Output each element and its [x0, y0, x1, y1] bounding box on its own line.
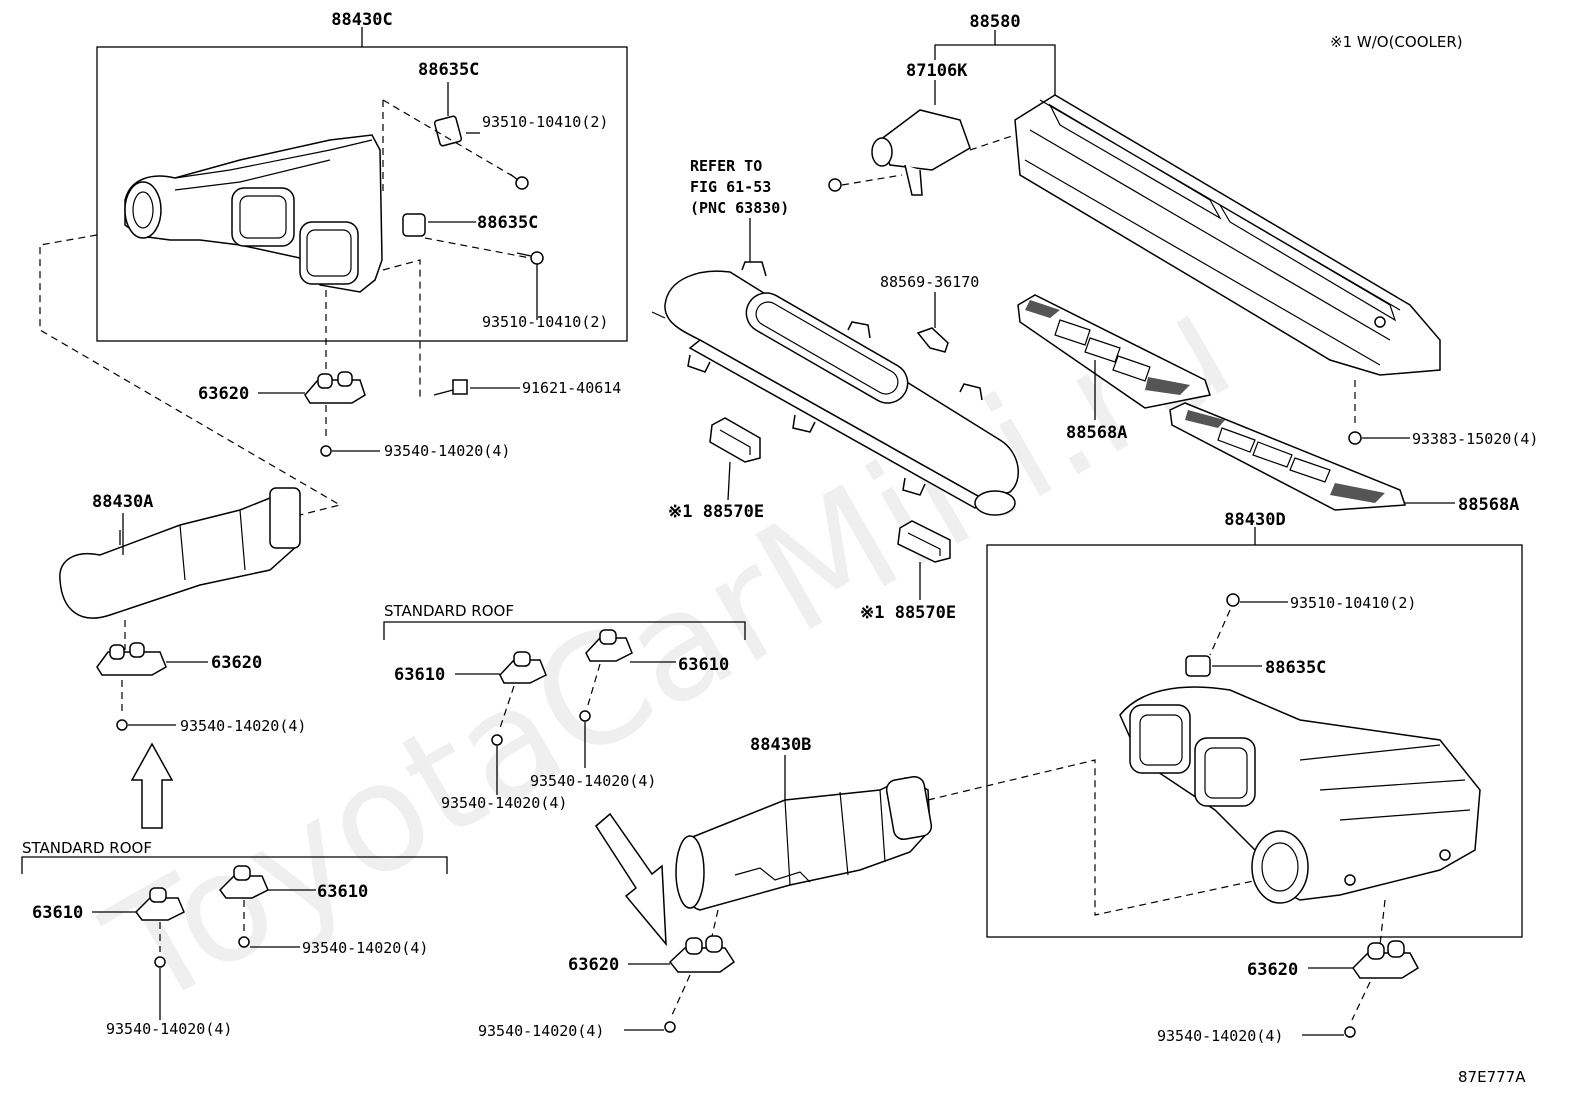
screw-93383: 93383-15020(4) — [1348, 380, 1538, 448]
label-88569: 88569-36170 — [880, 273, 979, 291]
up-arrow-icon — [130, 742, 174, 829]
group-88430C: 88430C — [96, 10, 628, 342]
duct-88430D-part — [1119, 686, 1481, 904]
clip-88635C-d: 88635C — [1185, 655, 1326, 678]
label-88568A-2: 88568A — [1458, 495, 1519, 515]
label-88568A-1: 88568A — [1066, 423, 1127, 443]
retainer-63620-b: 63620 93540-14020(4) — [96, 620, 306, 735]
fastener-63610-l1: 63610 93540-14020(4) — [32, 887, 232, 1038]
label-88570E-2: ※1 88570E — [860, 603, 956, 623]
screen-88568A-2: 88568A — [1169, 402, 1519, 515]
label-63610-m1: 63610 — [394, 665, 445, 685]
pad-88570E-1: ※1 88570E — [668, 417, 764, 522]
screw-93510-mid: 93510-10410(2) — [482, 251, 608, 331]
group-88430D: 88430D — [986, 510, 1523, 938]
panel-88580-part — [1014, 94, 1441, 376]
standard-roof-middle: STANDARD ROOF — [383, 602, 746, 640]
actuator-87106K: 87106K — [828, 61, 1016, 196]
clip-88635C-mid: 88635C — [402, 213, 538, 237]
label-93510-mid: 93510-10410(2) — [482, 313, 608, 331]
label-91621: 91621-40614 — [522, 379, 621, 397]
label-88580: 88580 — [969, 12, 1020, 32]
refer-note-line2: FIG 61-53 — [690, 178, 771, 196]
label-63620-b: 63620 — [211, 653, 262, 673]
cooler-note: ※1 W/O(COOLER) — [1330, 33, 1463, 51]
center-duct-part — [651, 261, 1019, 516]
diagonal-arrow-icon — [595, 812, 667, 947]
label-93540-m1: 93540-14020(4) — [441, 794, 567, 812]
label-88430C: 88430C — [331, 10, 392, 30]
fastener-63610-l2: 63610 93540-14020(4) — [219, 865, 428, 957]
screen-88568A-1: 88568A — [1017, 294, 1211, 443]
label-63610-m2: 63610 — [678, 655, 729, 675]
pad-88570E-2: ※1 88570E — [860, 520, 956, 623]
retainer-63620-a: 63620 93540-14020(4) — [198, 290, 510, 460]
label-63620-d: 63620 — [1247, 960, 1298, 980]
label-88635C-d: 88635C — [1265, 658, 1326, 678]
standard-roof-bottom-left: STANDARD ROOF — [21, 839, 448, 874]
refer-note-line3: (PNC 63830) — [690, 199, 789, 217]
label-93540-l2: 93540-14020(4) — [302, 939, 428, 957]
clip-88635C-top: 88635C — [418, 60, 479, 147]
label-87106K: 87106K — [906, 61, 968, 81]
bolt-91621: 91621-40614 — [433, 379, 621, 397]
label-88570E-1: ※1 88570E — [668, 502, 764, 522]
fastener-63610-m2: 63610 93540-14020(4) — [530, 629, 729, 790]
label-93540-a: 93540-14020(4) — [384, 442, 510, 460]
label-88635C-top: 88635C — [418, 60, 479, 80]
figure-id: 87E777A — [1458, 1068, 1526, 1086]
label-93540-d: 93540-14020(4) — [1157, 1027, 1283, 1045]
label-93383: 93383-15020(4) — [1412, 430, 1538, 448]
watermark-text: ToyotaCarMini.ru — [80, 261, 1259, 1042]
label-63620-c: 63620 — [568, 955, 619, 975]
duct-88430C-part — [124, 134, 383, 293]
label-standard-roof-bottom-left: STANDARD ROOF — [22, 839, 152, 857]
retainer-63620-c: 63620 93540-14020(4) — [478, 909, 736, 1040]
label-63610-l2: 63610 — [317, 882, 368, 902]
screw-93510-top: 93510-10410(2) — [466, 113, 608, 190]
refer-note: REFER TO FIG 61-53 (PNC 63830) — [690, 157, 789, 272]
label-88430A: 88430A — [92, 492, 153, 512]
clip-88569: 88569-36170 — [880, 273, 979, 353]
label-63610-l1: 63610 — [32, 903, 83, 923]
label-93510-d: 93510-10410(2) — [1290, 594, 1416, 612]
group-88580: 88580 — [934, 12, 1056, 100]
refer-note-line1: REFER TO — [690, 157, 762, 175]
duct-88430B-part: 88430B — [675, 735, 933, 911]
screw-93510-d: 93510-10410(2) — [1209, 593, 1416, 656]
label-93540-c: 93540-14020(4) — [478, 1022, 604, 1040]
label-standard-roof-middle: STANDARD ROOF — [384, 602, 514, 620]
duct-88430A-part: 88430A — [59, 487, 301, 619]
label-93540-m2: 93540-14020(4) — [530, 772, 656, 790]
label-93510-top: 93510-10410(2) — [482, 113, 608, 131]
label-93540-b: 93540-14020(4) — [180, 717, 306, 735]
label-88430D: 88430D — [1224, 510, 1285, 530]
label-88430B: 88430B — [750, 735, 811, 755]
label-93540-l1: 93540-14020(4) — [106, 1020, 232, 1038]
fastener-63610-m1: 63610 93540-14020(4) — [394, 651, 567, 812]
retainer-63620-d: 63620 93540-14020(4) — [1157, 899, 1419, 1045]
label-63620-a: 63620 — [198, 384, 249, 404]
label-88635C-mid: 88635C — [477, 213, 538, 233]
